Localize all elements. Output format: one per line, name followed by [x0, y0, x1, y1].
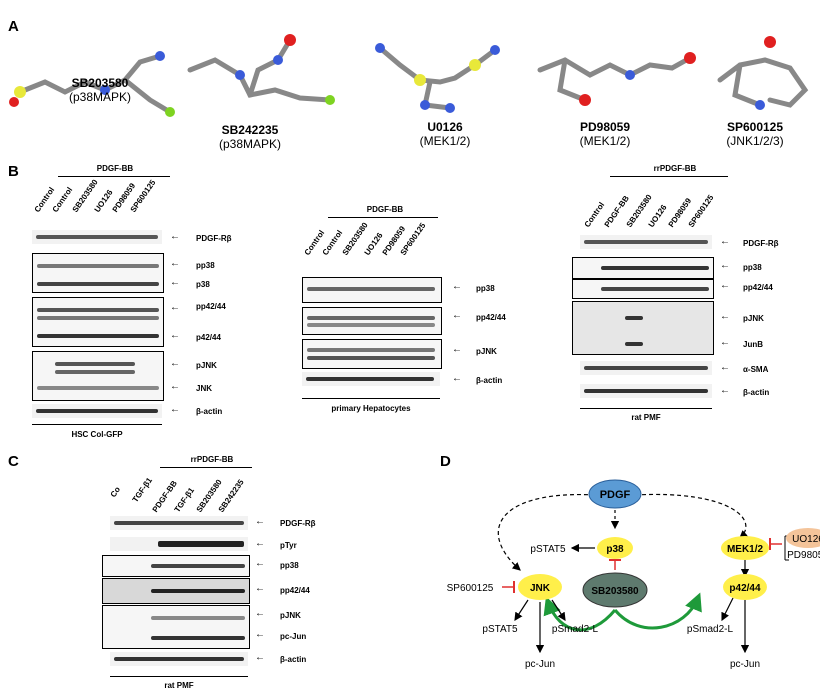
- molecule-structures: [9, 34, 809, 117]
- lane-label: Co: [108, 485, 123, 499]
- row-label: p42/44: [196, 333, 221, 342]
- blot-caption: rat PMF: [631, 413, 661, 422]
- lane-label: UO126: [646, 203, 669, 229]
- row-label: JNK: [196, 384, 213, 393]
- node-pd98059: PD98059: [787, 550, 820, 561]
- node-pstat5-b: pSTAT5: [482, 624, 518, 635]
- lane-label: UO126: [362, 231, 385, 257]
- row-label: pp42/44: [476, 313, 506, 322]
- molecule-target: (MEK1/2): [419, 134, 471, 148]
- lane-label: Control: [582, 200, 607, 229]
- row-label: pp38: [196, 261, 215, 270]
- node-p38: p38: [606, 544, 624, 555]
- row-label: pJNK: [743, 314, 764, 323]
- row-label: pp38: [743, 263, 762, 272]
- row-label: pp42/44: [280, 586, 310, 595]
- node-sp600125: SP600125: [447, 583, 494, 594]
- panel-letter-d: D: [440, 453, 451, 470]
- row-label: pJNK: [280, 611, 301, 620]
- molecule-name: SB203580: [71, 76, 129, 90]
- lane-label: TGF-β1: [172, 485, 197, 514]
- molecule-name: SP600125: [726, 120, 784, 134]
- row-label: PDGF-Rβ: [280, 519, 316, 528]
- panel-letter-b: B: [8, 163, 19, 180]
- blot-caption: primary Hepatocytes: [331, 404, 411, 413]
- lane-label: UO126: [92, 188, 115, 214]
- row-label: α-SMA: [743, 365, 769, 374]
- molecule-target: (p38MAPK): [218, 137, 282, 151]
- row-label: pp38: [476, 284, 495, 293]
- row-label: pTyr: [280, 541, 297, 550]
- row-label: JunB: [743, 340, 763, 349]
- pathway-diagram: PDGF p38 JNK MEK1/2 p42/44 SB203580 UO12…: [447, 479, 820, 670]
- row-label: β-actin: [196, 407, 223, 416]
- molecule-sb242235: SB242235 (p38MAPK): [190, 123, 310, 151]
- node-psmad2l-a: pSmad2-L: [552, 624, 599, 635]
- molecule-name: SB242235: [221, 123, 279, 137]
- lane-label: TGF-β1: [130, 475, 155, 504]
- molecule-pd98059: PD98059 (MEK1/2): [545, 120, 665, 148]
- molecule-target: (p38MAPK): [68, 90, 132, 104]
- row-label: pc-Jun: [280, 632, 307, 641]
- row-label: pp38: [280, 561, 299, 570]
- node-pcjun-b: pc-Jun: [730, 659, 760, 670]
- row-label: pp42/44: [743, 283, 773, 292]
- lane-label: SP600125: [686, 193, 716, 229]
- molecule-u0126: U0126 (MEK1/2): [385, 120, 505, 148]
- node-mek: MEK1/2: [727, 544, 764, 555]
- row-label: PDGF-Rβ: [743, 239, 779, 248]
- group-label: PDGF-BB: [96, 164, 134, 173]
- row-label: p38: [196, 280, 210, 289]
- node-uo126: UO126: [792, 534, 820, 545]
- group-label: rrPDGF-BB: [653, 164, 697, 173]
- node-p4244: p42/44: [729, 583, 761, 594]
- row-label: pJNK: [196, 361, 217, 370]
- molecule-name: PD98059: [579, 120, 631, 134]
- row-label: pp42/44: [196, 302, 226, 311]
- molecule-target: (JNK1/2/3): [726, 134, 784, 148]
- molecule-sb203580: SB203580 (p38MAPK): [40, 76, 160, 104]
- blot-caption: HSC Col-GFP: [71, 430, 123, 439]
- node-sb203580: SB203580: [591, 586, 639, 597]
- molecule-name: U0126: [427, 120, 463, 134]
- group-label: rrPDGF-BB: [190, 455, 234, 464]
- panel-letter-c: C: [8, 453, 19, 470]
- group-label: PDGF-BB: [366, 205, 404, 214]
- row-label: β-actin: [476, 376, 503, 385]
- node-pcjun-a: pc-Jun: [525, 659, 555, 670]
- row-label: pJNK: [476, 347, 497, 356]
- molecule-target: (MEK1/2): [579, 134, 631, 148]
- row-label: PDGF-Rβ: [196, 234, 232, 243]
- blot-caption: rat PMF: [164, 681, 194, 690]
- row-label: β-actin: [743, 388, 770, 397]
- row-label: β-actin: [280, 655, 307, 664]
- molecule-sp600125: SP600125 (JNK1/2/3): [695, 120, 815, 148]
- node-pdgf: PDGF: [600, 489, 631, 501]
- node-jnk: JNK: [530, 583, 551, 594]
- node-psmad2l-b: pSmad2-L: [687, 624, 734, 635]
- panel-letter-a: A: [8, 18, 19, 35]
- node-pstat5-a: pSTAT5: [530, 544, 566, 555]
